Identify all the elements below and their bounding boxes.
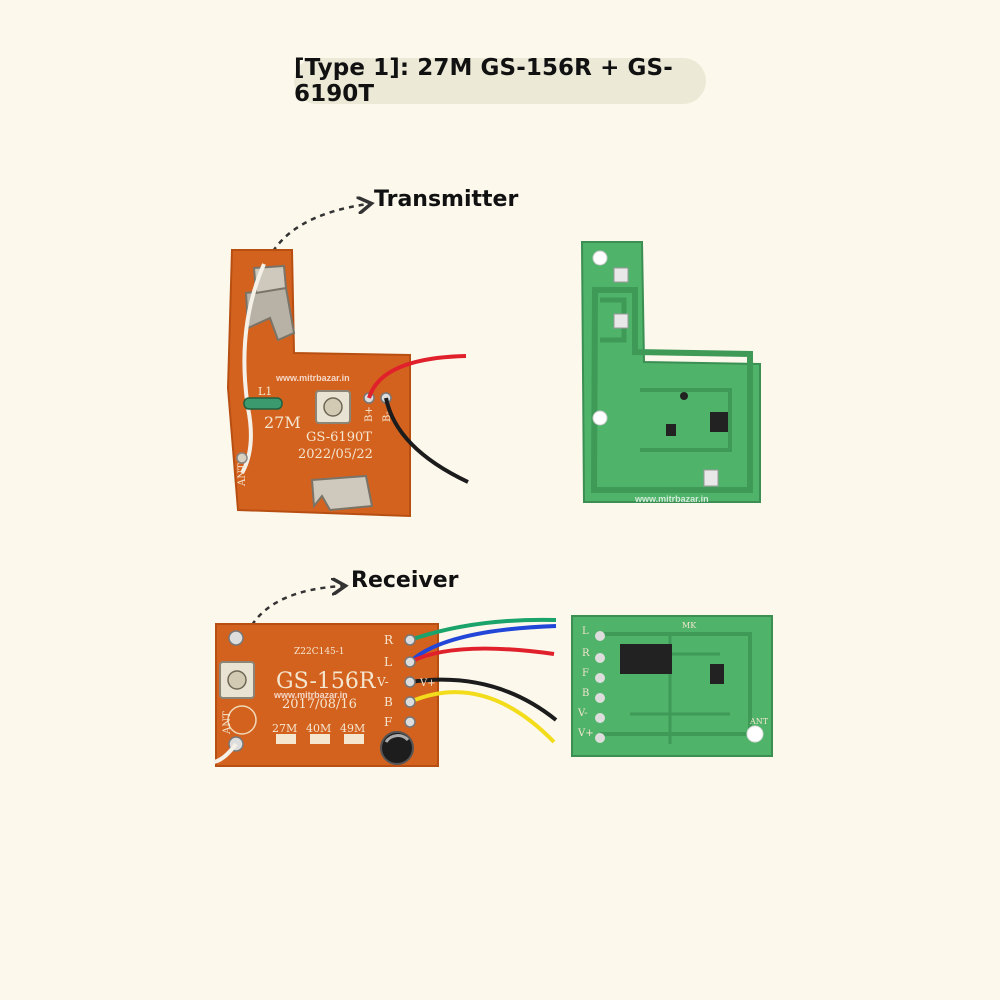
transmitter-back-watermark: www.mitrbazar.in [634,494,709,504]
receiver-back-pin-b: B [582,688,589,699]
transmitter-model-label: GS-6190T [306,430,372,445]
receiver-pin-vminus: V- [376,675,389,689]
transmitter-front-board: L1 27M GS-6190T 2022/05/22 ANT B+ B- www… [226,249,469,518]
receiver-freq-40m: 40M [306,722,331,735]
receiver-pin-r: R [384,633,394,647]
page-title: [Type 1]: 27M GS-156R + GS-6190T [294,55,706,107]
receiver-back-pin-vminus: V- [577,708,588,719]
transmitter-freq-label: 27M [264,413,301,432]
transmitter-ant-label: ANT [237,463,248,487]
transmitter-back-board: www.mitrbazar.in [580,241,761,504]
receiver-pin-f: F [384,715,392,729]
receiver-code-label: Z22C145-1 [294,647,345,657]
receiver-back-pin-f: F [582,668,589,679]
transmitter-coil-label: L1 [258,385,272,398]
transmitter-watermark: www.mitrbazar.in [275,373,350,383]
receiver-label: Receiver [351,568,459,593]
receiver-back-pin-l: L [582,626,589,637]
receiver-freq-49m: 49M [340,722,365,735]
receiver-back-mk-label: MK [682,621,697,630]
receiver-front-board: Z22C145-1 GS-156R 2017/08/16 27M 40M 49M… [213,617,558,767]
transmitter-bplus-label: B+ [364,406,375,422]
receiver-pin-vplus: V+ [419,678,436,689]
receiver-back-pin-r: R [582,648,590,659]
transmitter-label: Transmitter [374,187,519,212]
receiver-pin-l: L [384,655,392,669]
transmitter-date-label: 2022/05/22 [298,447,373,462]
receiver-back-pin-vplus: V+ [577,728,594,739]
receiver-watermark: www.mitrbazar.in [273,690,348,700]
receiver-back-board: L R F B V- V+ ANT MK [571,615,773,757]
receiver-ant-label: ANT [222,711,233,735]
transmitter-bminus-label: B- [382,411,393,422]
receiver-model-label: GS-156R [276,669,377,694]
receiver-date-label: 2017/08/16 [282,697,357,712]
receiver-back-ant-label: ANT [749,717,769,726]
receiver-pin-b: B [384,695,393,709]
receiver-freq-27m: 27M [272,722,297,735]
